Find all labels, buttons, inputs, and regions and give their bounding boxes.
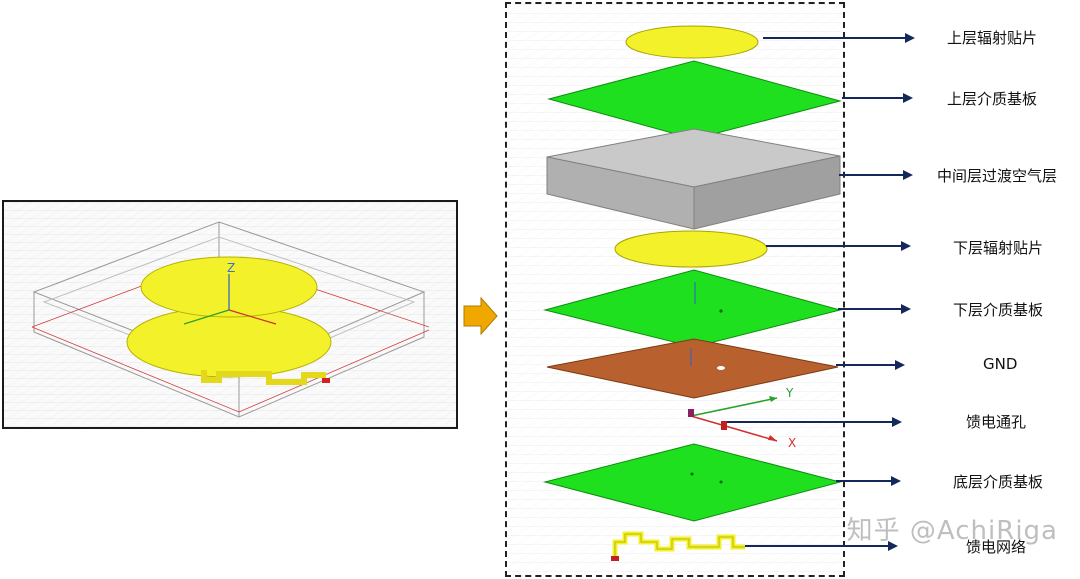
feed-line-shape [201,370,326,385]
left-z-label: Z [227,261,235,275]
flow-arrow [463,296,498,336]
y-axis-line [183,309,230,325]
gnd-hole [717,366,725,370]
arrowhead-lower-patch [901,241,911,251]
upper-patch-ellipse [625,25,759,59]
arrowhead-lower-substrate [901,304,911,314]
x-axis-label: X [788,436,796,450]
arrowhead-upper-patch [905,33,915,43]
exploded-layer-drawing: Y X [507,4,843,575]
feed-network-outline [614,533,745,557]
y-axis-label: Y [785,386,794,400]
label-bottom-substrate: 底层介质基板 [953,473,1044,491]
x-axis [690,415,778,442]
y-axis-head [769,396,777,402]
label-feed-network: 馈电网络 [966,538,1027,556]
port-marker [322,378,330,383]
label-lower-patch: 下层辐射贴片 [953,239,1044,257]
bottom-substrate-via1 [690,472,694,476]
arrowhead-gnd [895,360,905,370]
x-axis-line [228,309,277,325]
gnd-plate [546,338,839,399]
assembled-antenna-view: Z [2,200,458,429]
assembled-antenna-drawing: Z [4,202,456,427]
label-feed-via: 馈电通孔 [966,413,1027,431]
label-lower-substrate: 下层介质基板 [953,301,1044,319]
lower-substrate-via [719,309,723,313]
label-upper-substrate: 上层介质基板 [947,90,1038,108]
bottom-substrate-via2 [719,480,723,484]
watermark: 知乎 @AchiRiga [846,516,1058,546]
label-upper-patch: 上层辐射贴片 [947,29,1038,47]
exploded-layer-view: Y X [505,2,845,577]
label-air-layer: 中间层过渡空气层 [937,167,1058,185]
air-layer-right [693,155,841,230]
upper-substrate-plate [547,60,842,140]
arrowhead-upper-substrate [903,93,913,103]
lower-substrate-plate [543,269,842,348]
arrowhead-feed-via [892,417,902,427]
bottom-substrate-plate [543,443,842,522]
via-top-marker [688,409,694,417]
feed-network-port [611,556,619,561]
label-gnd: GND [983,355,1018,373]
arrowhead-air-layer [903,170,913,180]
x-axis-head [768,435,777,441]
lower-patch-ellipse [614,230,768,268]
arrowhead-bottom-substrate [891,476,901,486]
y-axis [690,397,778,417]
feed-via-marker [721,421,727,430]
